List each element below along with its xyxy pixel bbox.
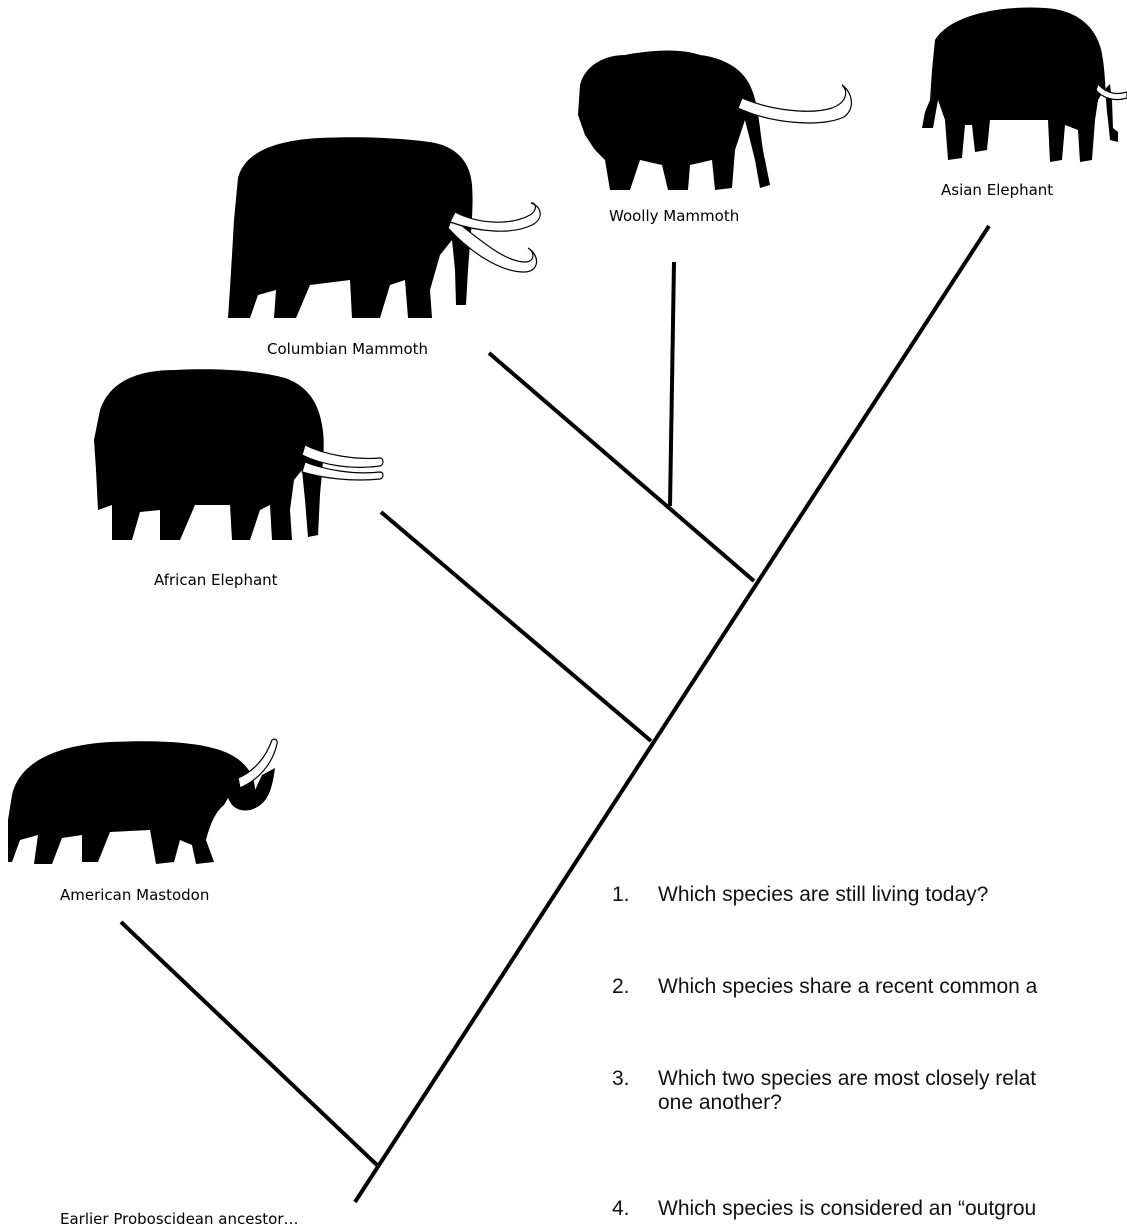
question-text: Which species is considered an “outgrou	[658, 1197, 1037, 1220]
label-american-mastodon: American Mastodon	[60, 886, 210, 904]
label-ancestor: Earlier Proboscidean ancestor…	[60, 1210, 299, 1228]
question-number: 1.	[612, 883, 630, 906]
african-elephant-silhouette-icon	[94, 369, 384, 540]
branch-american-mastodon	[119, 920, 379, 1167]
columbian-mammoth-silhouette-icon	[228, 137, 541, 318]
question-3: 3. Which two species are most closely rel…	[612, 1067, 1036, 1115]
american-mastodon-silhouette-icon	[8, 738, 278, 864]
branch-woolly-mammoth	[668, 261, 676, 507]
label-asian-elephant: Asian Elephant	[941, 181, 1054, 199]
question-text: Which species are still living today?	[658, 883, 989, 906]
label-columbian-mammoth: Columbian Mammoth	[267, 340, 429, 358]
question-number: 4.	[612, 1197, 630, 1220]
question-continuation: one another?	[658, 1091, 782, 1114]
woolly-mammoth-silhouette-icon	[578, 50, 852, 190]
question-text: Which two species are most closely relat	[658, 1067, 1037, 1090]
question-4: 4. Which species is considered an “outgro…	[612, 1197, 1036, 1221]
main-trunk-line	[353, 224, 991, 1204]
question-2: 2. Which species share a recent common a	[612, 975, 1037, 999]
branch-african-elephant	[379, 510, 653, 743]
asian-elephant-silhouette-icon	[922, 7, 1127, 163]
label-african-elephant: African Elephant	[154, 571, 278, 589]
branch-columbian-mammoth	[487, 351, 756, 583]
label-woolly-mammoth: Woolly Mammoth	[609, 207, 740, 225]
question-text: Which species share a recent common a	[658, 975, 1038, 998]
question-number: 3.	[612, 1067, 630, 1090]
question-number: 2.	[612, 975, 630, 998]
question-1: 1. Which species are still living today?	[612, 883, 988, 907]
